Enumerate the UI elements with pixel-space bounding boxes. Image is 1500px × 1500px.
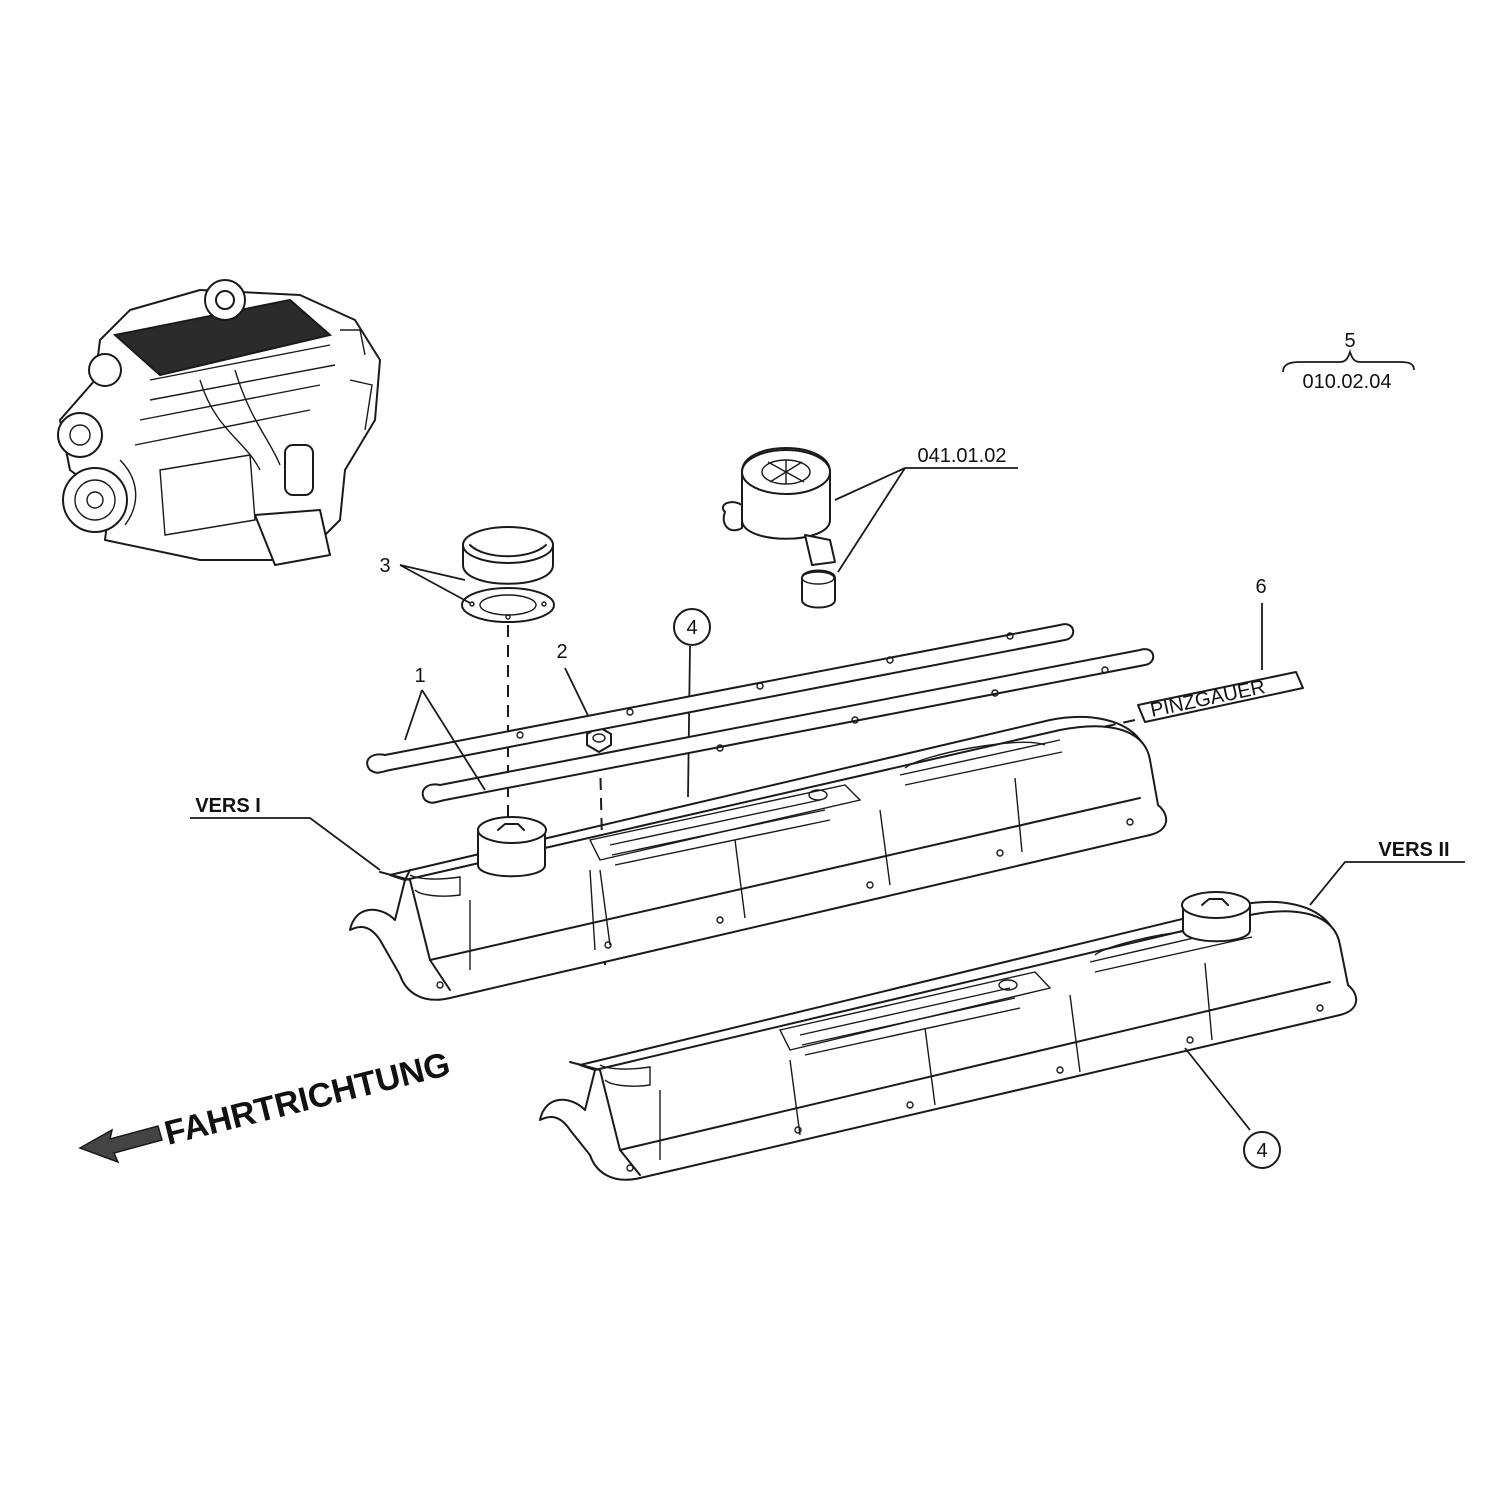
breather-assembly: 041.01.02 xyxy=(722,445,1018,609)
ref-010-label: 010.02.04 xyxy=(1303,371,1392,393)
engine-thumbnail xyxy=(57,279,381,566)
item-5-label: 5 xyxy=(1344,330,1355,352)
item-4-bottom-label: 4 xyxy=(1256,1140,1267,1162)
valve-cover-vers-2: VERS II xyxy=(539,839,1465,1181)
item-3-label: 3 xyxy=(379,555,390,577)
valve-cover-vers-1: VERS I xyxy=(190,715,1168,1001)
direction-arrow-icon xyxy=(78,1125,163,1164)
direction-indicator: FAHRTRICHTUNG xyxy=(78,1045,454,1164)
item-4-top-callout: 4 xyxy=(673,608,711,798)
item-6-label: 6 xyxy=(1255,576,1266,598)
vers-1-label: VERS I xyxy=(195,795,261,817)
item-2-label: 2 xyxy=(556,641,567,663)
reference-010-02-04: 5 010.02.04 xyxy=(1282,330,1415,393)
item-4-bottom-callout: 4 xyxy=(1184,1047,1281,1169)
direction-label: FAHRTRICHTUNG xyxy=(161,1045,454,1153)
oil-filler-cap: 3 xyxy=(379,526,555,835)
vers-2-label: VERS II xyxy=(1378,839,1449,861)
nameplate-text: PINZGAUER xyxy=(1148,676,1267,722)
gaskets: 1 xyxy=(366,623,1155,804)
ref-041-label: 041.01.02 xyxy=(918,445,1007,467)
item-1-label: 1 xyxy=(414,665,425,687)
item-4-top-label: 4 xyxy=(686,617,697,639)
